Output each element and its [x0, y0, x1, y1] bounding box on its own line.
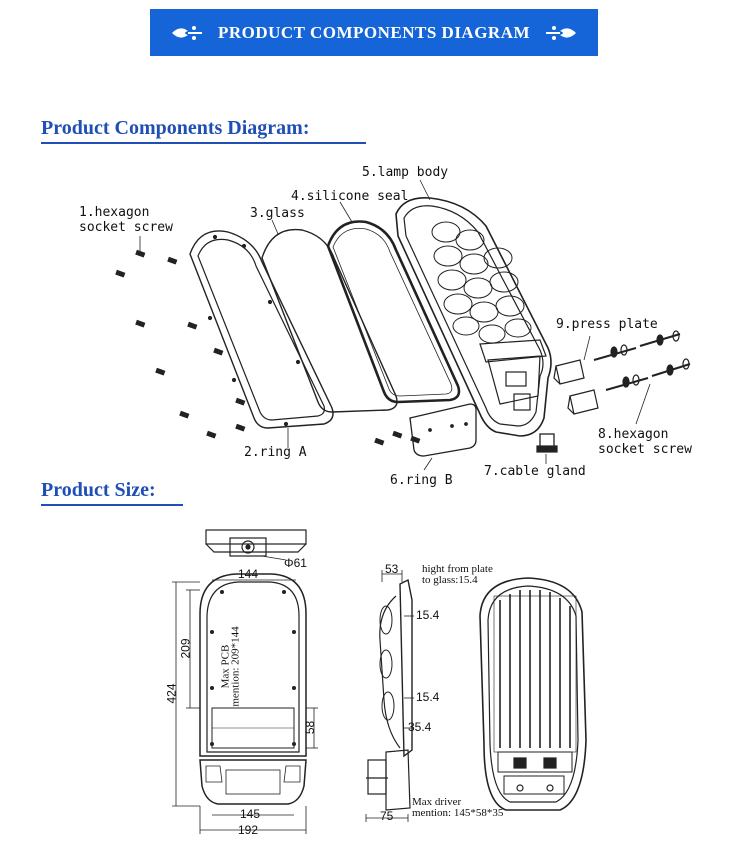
label-glass: 3.glass — [250, 206, 305, 221]
dim-75: 75 — [380, 809, 394, 823]
dim-15-4-bottom: 15.4 — [416, 690, 440, 704]
dim-209: 209 — [178, 638, 193, 659]
ornament-right-icon — [544, 21, 578, 45]
lamp-body-drawing — [395, 197, 552, 437]
dim-192: 192 — [238, 823, 259, 837]
label-ring-b: 6.ring B — [390, 473, 453, 488]
dim-145: 145 — [240, 807, 261, 821]
components-section-title: Product Components Diagram: — [41, 117, 366, 144]
driver-note-line1: Max driver — [412, 796, 462, 808]
header-banner: PRODUCT COMPONENTS DIAGRAM — [150, 9, 598, 56]
silicone-seal-drawing — [326, 220, 461, 404]
label-hexagon-screw-1-line2: socket screw — [79, 220, 173, 235]
label-hexagon-screw-1: 1.hexagon — [79, 205, 150, 220]
size-section-title: Product Size: — [41, 479, 183, 506]
driver-note-line2: mention: 145*58*35 — [412, 807, 504, 819]
dim-144: 144 — [238, 567, 259, 581]
dim-424: 424 — [164, 683, 179, 704]
hexagon-screws-left — [115, 249, 421, 446]
height-note-line1: hight from plate — [422, 563, 493, 575]
ring-b-drawing — [409, 403, 477, 457]
press-plates-drawing — [553, 330, 691, 415]
side-view-drawing — [365, 570, 414, 822]
pcb-note-line2: mention: 209*144 — [229, 626, 242, 707]
label-lamp-body: 5.lamp body — [362, 165, 449, 180]
ring-a-drawing — [189, 230, 334, 429]
glass-drawing — [261, 228, 398, 413]
dim-15-4-top: 15.4 — [416, 608, 440, 622]
label-ring-a: 2.ring A — [244, 445, 307, 460]
front-view-drawing — [172, 529, 318, 834]
label-cable-gland: 7.cable gland — [484, 464, 586, 479]
height-note-line2: to glass:15.4 — [422, 574, 478, 586]
ornament-left-icon — [170, 21, 204, 45]
banner-title: PRODUCT COMPONENTS DIAGRAM — [217, 22, 531, 42]
dim-53: 53 — [385, 562, 399, 576]
label-silicone-seal: 4.silicone seal — [291, 189, 409, 204]
cable-gland-drawing — [536, 433, 558, 453]
dim-58: 58 — [303, 720, 318, 735]
dim-diameter-61: Φ61 — [284, 556, 307, 570]
label-hexagon-screw-8: 8.hexagon — [598, 427, 669, 442]
back-view-drawing — [479, 577, 587, 811]
label-hexagon-screw-8-line2: socket screw — [598, 442, 692, 457]
dim-35-4: 35.4 — [408, 720, 432, 734]
label-press-plate: 9.press plate — [556, 317, 658, 332]
